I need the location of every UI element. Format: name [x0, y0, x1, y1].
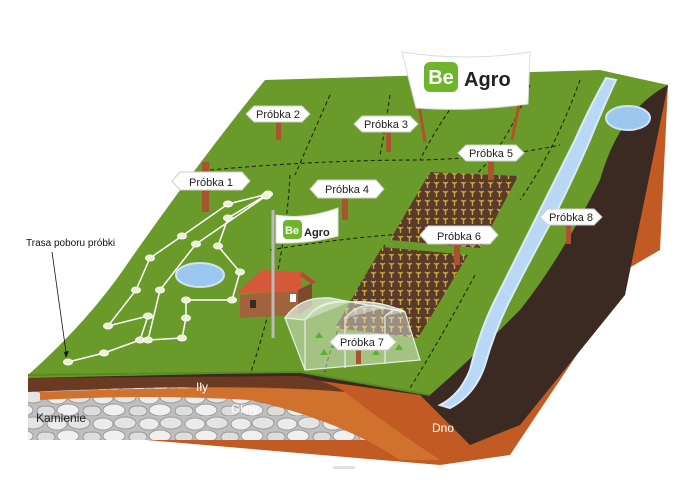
sampling-point [181, 314, 191, 322]
sampling-point [155, 286, 165, 294]
pond-right [605, 105, 651, 131]
sampling-point [213, 242, 223, 250]
layer-gliny-label: Gliny [231, 402, 258, 416]
sampling-point [131, 286, 141, 294]
pond-left [175, 262, 225, 288]
river [437, 76, 618, 410]
sampling-point [181, 296, 191, 304]
sampling-point [261, 192, 271, 200]
bottom-shadow-mark [333, 466, 355, 469]
dark-soil-layer [28, 80, 668, 445]
sampling-point [177, 232, 187, 240]
sample-4-label: Próbka 4 [325, 184, 369, 196]
sample-7-label: Próbka 7 [340, 337, 384, 349]
big-flag-be: Be [428, 67, 454, 89]
grass-edge-highlight [27, 370, 431, 396]
sample-5-label: Próbka 5 [469, 148, 513, 160]
beagro-small-flag: Be Agro [271, 207, 339, 338]
sampling-point [99, 349, 109, 357]
sampling-point [103, 322, 113, 330]
beagro-big-flag: Be Agro [401, 51, 531, 143]
sampling-point [223, 214, 233, 222]
sampling-route-label: Trasa poboru próbki [26, 238, 115, 249]
sampling-point [143, 336, 153, 344]
layer-ily-label: Iły [196, 380, 208, 394]
sampling-point [235, 268, 245, 276]
sample-3-label: Próbka 3 [364, 119, 408, 131]
ily-layer [28, 376, 345, 392]
sample-6-label: Próbka 6 [437, 231, 481, 243]
sample-8-label: Próbka 8 [549, 212, 593, 224]
sampling-point [177, 334, 187, 342]
farm-house [236, 270, 316, 318]
small-flag-be: Be [285, 225, 299, 237]
small-flag-agro: Agro [304, 227, 330, 239]
big-flag-agro: Agro [464, 69, 511, 91]
route-pointer-line [51, 251, 67, 353]
gliny-layer [40, 388, 440, 460]
route-pointer-arrow [64, 351, 69, 358]
layer-dno-label: Dno [432, 421, 454, 435]
sampling-point [63, 358, 73, 366]
crop-plot-lower [335, 247, 468, 338]
sampling-point [223, 200, 233, 208]
sampling-point [145, 254, 155, 262]
sample-signs: Próbka 2 Próbka 3 Próbka 1 Próbka 4 Prób… [171, 105, 603, 351]
sampling-point [227, 296, 237, 304]
sample-2-label: Próbka 2 [256, 109, 300, 121]
sample-1-label: Próbka 1 [189, 177, 233, 189]
sampling-points [63, 190, 273, 366]
sampling-point [143, 312, 153, 320]
layer-kamienie-label: Kamienie [36, 411, 86, 425]
sampling-point [191, 240, 201, 248]
